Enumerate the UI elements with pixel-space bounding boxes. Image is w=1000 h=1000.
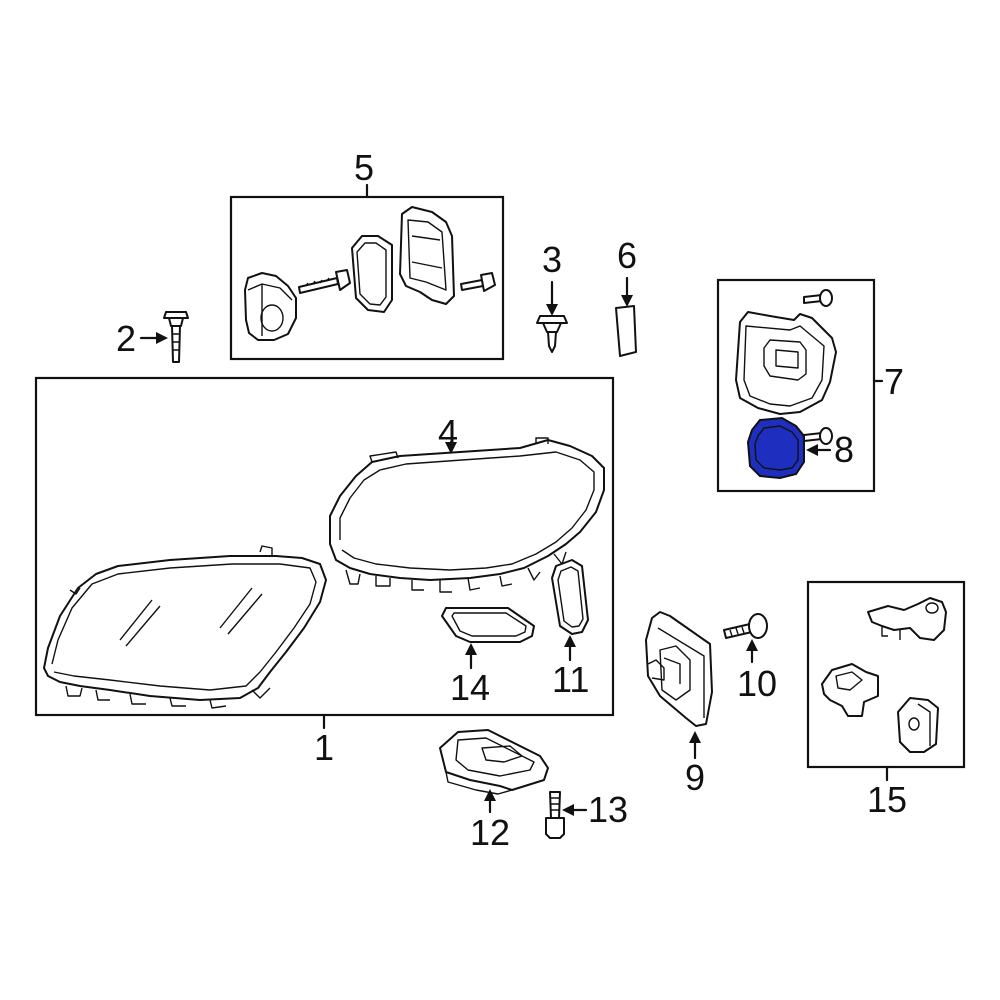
seal-part-highlighted[interactable] xyxy=(746,416,805,480)
bracket-middle-part[interactable] xyxy=(821,663,879,717)
igniter-part[interactable] xyxy=(244,272,297,341)
headlamp-lens-part[interactable] xyxy=(43,545,327,709)
callout-2[interactable]: 2 xyxy=(116,318,136,359)
callout-8[interactable]: 8 xyxy=(834,429,854,470)
headlamp-housing-part[interactable] xyxy=(329,437,605,593)
small-screw-part[interactable] xyxy=(460,272,496,292)
bulb-housing-part[interactable] xyxy=(399,206,455,305)
callout-14[interactable]: 14 xyxy=(450,667,490,708)
bolt-part[interactable] xyxy=(163,311,189,363)
callout-5[interactable]: 5 xyxy=(354,147,374,188)
callout-13[interactable]: 13 xyxy=(588,789,628,830)
callout-7[interactable]: 7 xyxy=(884,361,904,402)
callout-6[interactable]: 6 xyxy=(617,235,637,276)
screw-part[interactable] xyxy=(298,269,351,294)
control-module-part[interactable] xyxy=(439,729,549,795)
gasket-11-part[interactable] xyxy=(551,559,589,635)
callout-15[interactable]: 15 xyxy=(867,779,907,820)
lens-seal-part[interactable] xyxy=(441,607,535,643)
callout-12[interactable]: 12 xyxy=(470,812,510,853)
box-group-7 xyxy=(716,278,876,493)
clip-screw-part[interactable] xyxy=(536,315,568,353)
bracket-bottom-part[interactable] xyxy=(897,697,939,753)
box7-screw-top[interactable] xyxy=(803,289,833,307)
callout-1[interactable]: 1 xyxy=(314,727,334,768)
callout-11[interactable]: 11 xyxy=(552,659,589,700)
callout-10[interactable]: 10 xyxy=(737,663,777,704)
callout-9[interactable]: 9 xyxy=(685,757,705,798)
bracket-top-part[interactable] xyxy=(867,597,947,641)
label-tag-part[interactable] xyxy=(615,305,637,357)
stud-part[interactable] xyxy=(545,791,565,839)
callout-3[interactable]: 3 xyxy=(542,239,562,280)
box7-screw-bottom[interactable] xyxy=(803,427,833,445)
gasket-part[interactable] xyxy=(351,235,393,313)
screw-10-part[interactable] xyxy=(723,613,768,639)
led-driver-part[interactable] xyxy=(645,611,713,727)
ballast-housing-part[interactable] xyxy=(735,311,837,415)
